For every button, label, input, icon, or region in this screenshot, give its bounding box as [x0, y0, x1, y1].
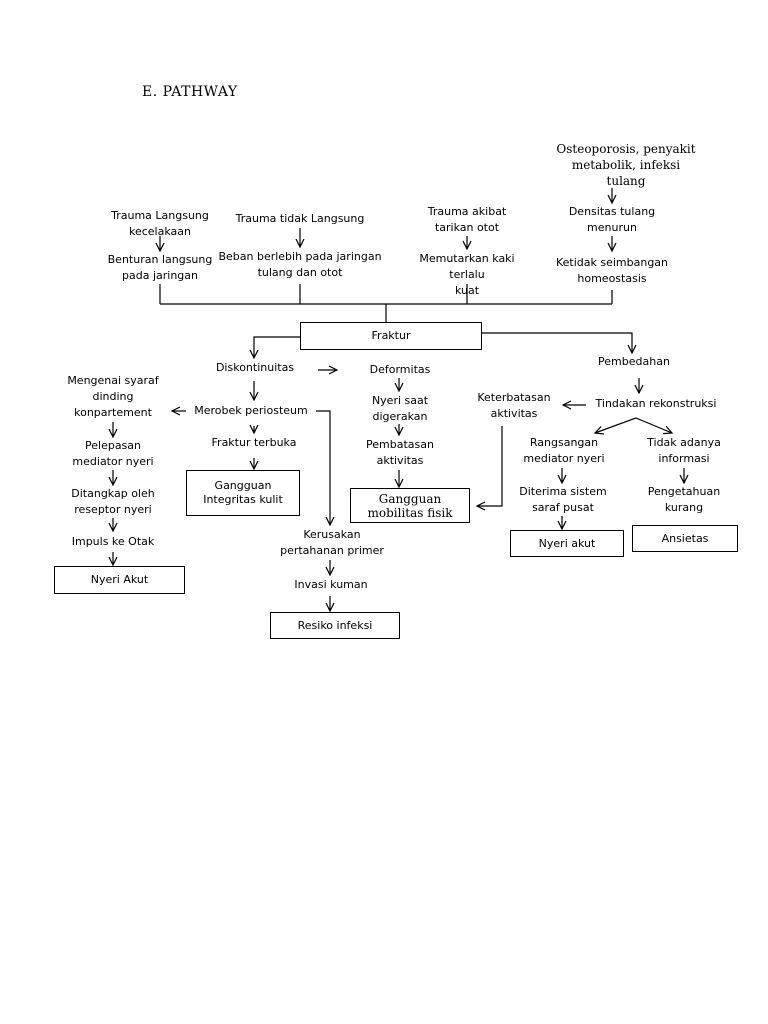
node-nyeri-akut-left: Nyeri Akut — [54, 566, 185, 594]
node-invasi: Invasi kuman — [294, 578, 368, 591]
node-memutarkan: Memutarkan kaki terlalu kuat — [419, 252, 515, 297]
arrow-fraktur-pembedahan — [482, 332, 632, 353]
node-ketidak: Ketidak seimbangan homeostasis — [555, 256, 669, 285]
node-rangsangan: Rangsangan mediator nyeri — [523, 436, 605, 465]
node-ansietas: Ansietas — [632, 525, 738, 552]
arrow-fraktur-diskontinuitas — [254, 336, 300, 358]
arrow-merobek-kerusakan — [316, 410, 330, 525]
node-deformitas: Deformitas — [369, 363, 431, 376]
node-osteoporosis: Osteoporosis, penyakit metabolik, infeks… — [556, 142, 696, 188]
node-diterima: Diterima sistem saraf pusat — [519, 485, 607, 514]
node-tidak-adanya: Tidak adanya informasi — [647, 436, 721, 465]
node-keterbatasan: Keterbatasan aktivitas — [477, 391, 551, 420]
node-fraktur-terbuka: Fraktur terbuka — [211, 436, 297, 449]
node-pembatasan: Pembatasan aktivitas — [366, 438, 434, 467]
node-diskontinuitas: Diskontinuitas — [215, 361, 295, 374]
node-kerusakan: Kerusakan pertahanan primer — [280, 528, 384, 557]
node-impuls: Impuls ke Otak — [71, 535, 155, 548]
arrow-tindakan-tidak-adanya — [635, 417, 672, 433]
node-resiko: Resiko infeksi — [270, 612, 400, 639]
node-beban: Beban berlebih pada jaringan tulang dan … — [218, 250, 382, 279]
node-pelepasan: Pelepasan mediator nyeri — [72, 439, 154, 468]
node-merobek: Merobek periosteum — [194, 404, 308, 417]
page-heading: E. PATHWAY — [142, 84, 238, 100]
arrow-tindakan-rangsangan — [595, 417, 637, 433]
node-ditangkap: Ditangkap oleh reseptor nyeri — [71, 487, 155, 516]
node-nyeri-saat: Nyeri saat digerakan — [371, 394, 429, 423]
node-gangguan-integritas: Gangguan Integritas kulit — [186, 470, 300, 516]
node-tindakan: Tindakan rekonstruksi — [595, 397, 717, 410]
node-fraktur: Fraktur — [300, 322, 482, 350]
arrow-keterbatasan-gangguan — [477, 426, 503, 506]
node-trauma-tarikan: Trauma akibat tarikan otot — [427, 205, 507, 234]
node-densitas: Densitas tulang menurun — [568, 205, 656, 234]
node-pembedahan: Pembedahan — [598, 355, 670, 368]
node-pengetahuan: Pengetahuan kurang — [647, 485, 721, 514]
node-trauma-langsung: Trauma Langsung kecelakaan — [111, 209, 209, 238]
node-nyeri-akut-right: Nyeri akut — [510, 530, 624, 557]
node-benturan: Benturan langsung pada jaringan — [107, 253, 213, 282]
node-mengenai: Mengenai syaraf dinding konpartement — [67, 374, 159, 419]
node-gangguan-mobilitas: Gangguan mobilitas fisik — [350, 488, 470, 523]
node-trauma-tidak-langsung: Trauma tidak Langsung — [235, 212, 365, 225]
